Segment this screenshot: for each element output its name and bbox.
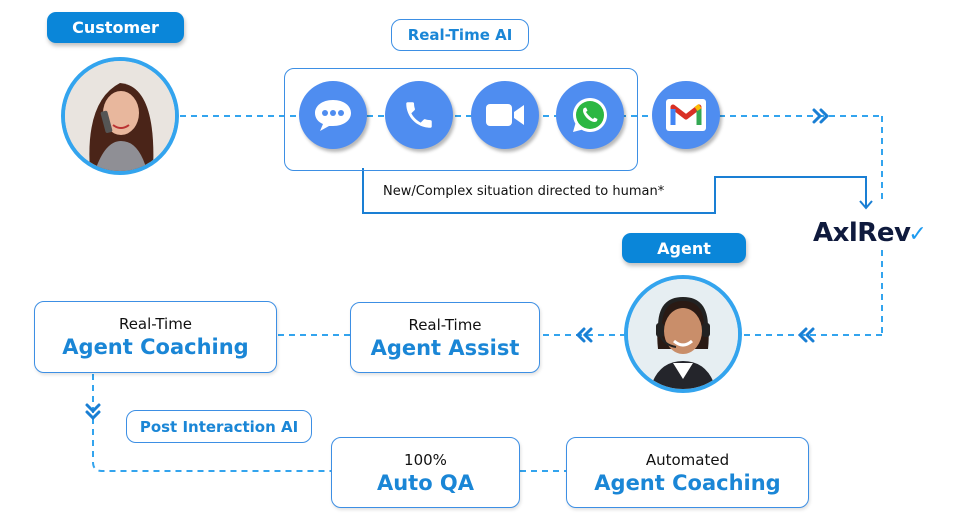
agent-label: Agent [622,233,746,263]
channel-video[interactable] [471,81,539,149]
automated-agent-coaching-card: Automated Agent Coaching [566,437,809,508]
rt-agent-assist-card: Real-Time Agent Assist [350,302,540,373]
chevron-left-icon [575,327,593,343]
customer-avatar [61,57,179,175]
card-subtitle: Automated [645,450,730,469]
rt-agent-coaching-card: Real-Time Agent Coaching [34,301,277,373]
card-subtitle: Real-Time [118,315,193,333]
routing-arrow-icon [859,200,873,210]
coaching-to-qa-line [92,374,332,472]
card-subtitle: 100% [404,450,447,469]
channel-gmail[interactable] [652,81,720,149]
customer-photo-icon [65,61,175,171]
chevron-right-icon [812,108,830,124]
chevron-left-icon [797,327,815,343]
agent-avatar [624,275,742,393]
card-title: Auto QA [376,470,475,495]
chat-bubble-icon [315,100,351,131]
channel-group [284,68,638,171]
logo-text: AxlRev [813,218,911,248]
chevron-down-icon [85,403,101,421]
channel-chat[interactable] [299,81,367,149]
video-camera-icon [486,104,524,126]
agent-photo-icon [628,279,738,389]
whatsapp-icon [573,98,607,132]
channel-phone[interactable] [385,81,453,149]
check-icon: ✓ [908,222,927,247]
auto-qa-card: 100% Auto QA [331,437,520,508]
routing-note: New/Complex situation directed to human* [383,184,665,199]
routing-line [362,168,867,214]
channel-whatsapp[interactable] [556,81,624,149]
phone-icon [406,102,432,128]
card-title: Agent Assist [370,335,520,360]
post-interaction-ai-label: Post Interaction AI [126,410,312,443]
real-time-ai-label: Real-Time AI [391,19,529,51]
customer-label: Customer [47,12,184,43]
card-title: Agent Coaching [594,470,781,495]
gmail-icon [666,99,706,131]
axlrev-logo: AxlRev✓ [813,218,927,248]
card-subtitle: Real-Time [408,315,482,334]
card-title: Agent Coaching [62,335,249,359]
